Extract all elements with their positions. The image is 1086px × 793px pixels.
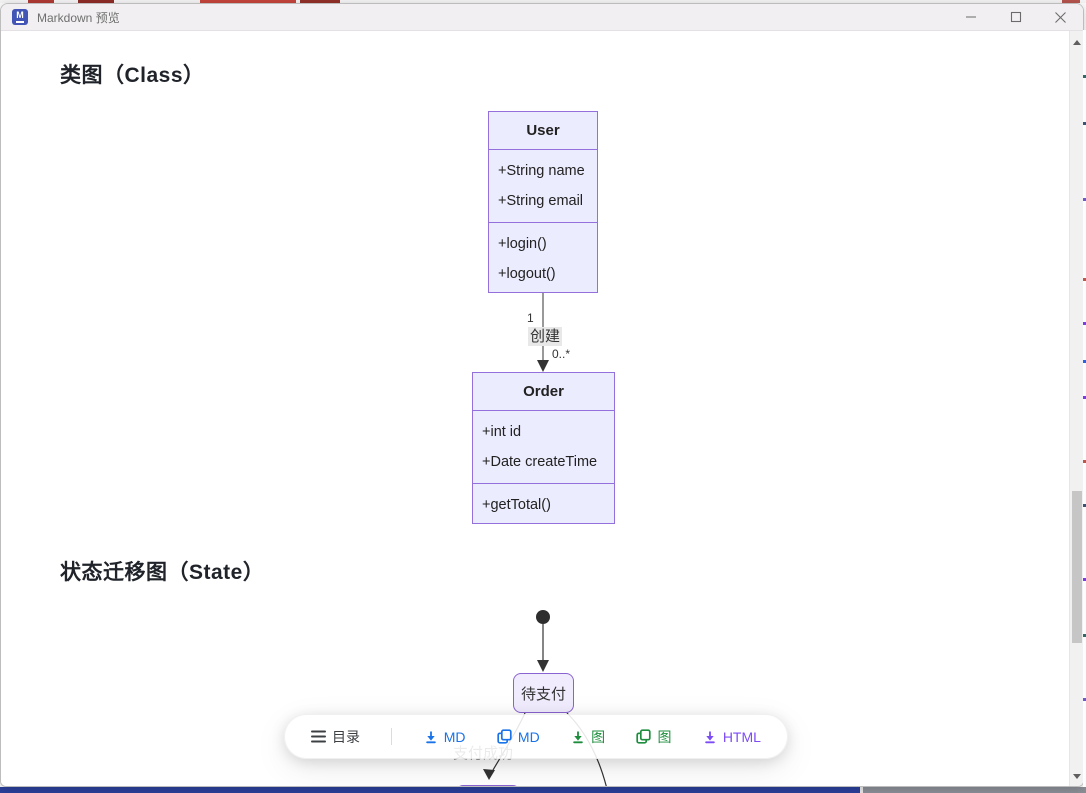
- copy-image-button[interactable]: 图: [636, 727, 671, 747]
- preview-content: 类图（Class） User +String name: [1, 31, 1083, 786]
- class-method: +logout(): [498, 266, 556, 282]
- class-attributes: +String name +String email: [489, 150, 597, 223]
- background-window-blue-bar: [0, 787, 860, 793]
- cardinality-target: 0..*: [552, 347, 571, 361]
- menu-icon: [311, 730, 326, 743]
- class-method: +login(): [498, 236, 547, 252]
- heading-class-diagram: 类图（Class）: [60, 64, 205, 87]
- state-node-pending: 待支付: [513, 673, 574, 713]
- class-methods: +getTotal(): [473, 484, 614, 526]
- download-md-button[interactable]: MD: [424, 729, 466, 745]
- relation-label: 创建: [528, 327, 563, 346]
- background-window-sliver-top: [0, 0, 1086, 3]
- scrollbar-thumb[interactable]: [1072, 491, 1082, 643]
- class-name: User: [489, 112, 597, 150]
- class-name: Order: [473, 373, 614, 411]
- cardinality-source: 1: [527, 311, 534, 325]
- class-methods: +login() +logout(): [489, 223, 597, 295]
- state-node-partial: [456, 785, 520, 786]
- scroll-down-arrow-icon[interactable]: [1070, 769, 1083, 783]
- scroll-up-arrow-icon[interactable]: [1070, 35, 1083, 49]
- titlebar[interactable]: M Markdown 预览: [1, 4, 1083, 31]
- scrollbar[interactable]: [1069, 31, 1083, 786]
- close-button[interactable]: [1038, 4, 1083, 30]
- initial-state-dot: [536, 610, 550, 624]
- class-box-order: Order +int id +Date createTime +getTotal…: [472, 372, 615, 524]
- heading-state-diagram: 状态迁移图（State）: [60, 561, 265, 584]
- copy-md-button[interactable]: MD: [497, 729, 540, 745]
- class-box-user: User +String name +String email +login()…: [488, 111, 598, 293]
- class-attribute: +int id: [482, 424, 522, 440]
- download-image-button[interactable]: 图: [571, 727, 605, 747]
- class-attributes: +int id +Date createTime: [473, 411, 614, 484]
- download-icon: [425, 731, 436, 743]
- window-title: Markdown 预览: [37, 10, 120, 25]
- window-controls: [948, 4, 1083, 30]
- class-attribute: +Date createTime: [482, 454, 598, 470]
- maximize-button[interactable]: [993, 4, 1038, 30]
- toc-button[interactable]: 目录: [311, 727, 360, 747]
- markdown-preview-window: M Markdown 预览: [0, 3, 1084, 787]
- download-icon: [573, 731, 583, 743]
- download-icon: [705, 731, 715, 743]
- class-attribute: +String name: [498, 163, 585, 179]
- close-icon: [1055, 11, 1066, 23]
- floating-toolbar: 目录 MD MD: [284, 714, 788, 759]
- class-attribute: +String email: [498, 193, 584, 209]
- download-html-button[interactable]: HTML: [703, 729, 761, 745]
- copy-icon: [497, 729, 512, 744]
- toolbar-divider: [391, 728, 393, 745]
- class-method: +getTotal(): [482, 497, 551, 513]
- background-overview-ruler: [1083, 30, 1086, 787]
- copy-icon: [636, 729, 652, 744]
- maximize-icon: [1010, 11, 1021, 23]
- minimize-button[interactable]: [948, 4, 993, 30]
- minimize-icon: [965, 16, 976, 18]
- markdown-logo-icon: M: [12, 9, 28, 25]
